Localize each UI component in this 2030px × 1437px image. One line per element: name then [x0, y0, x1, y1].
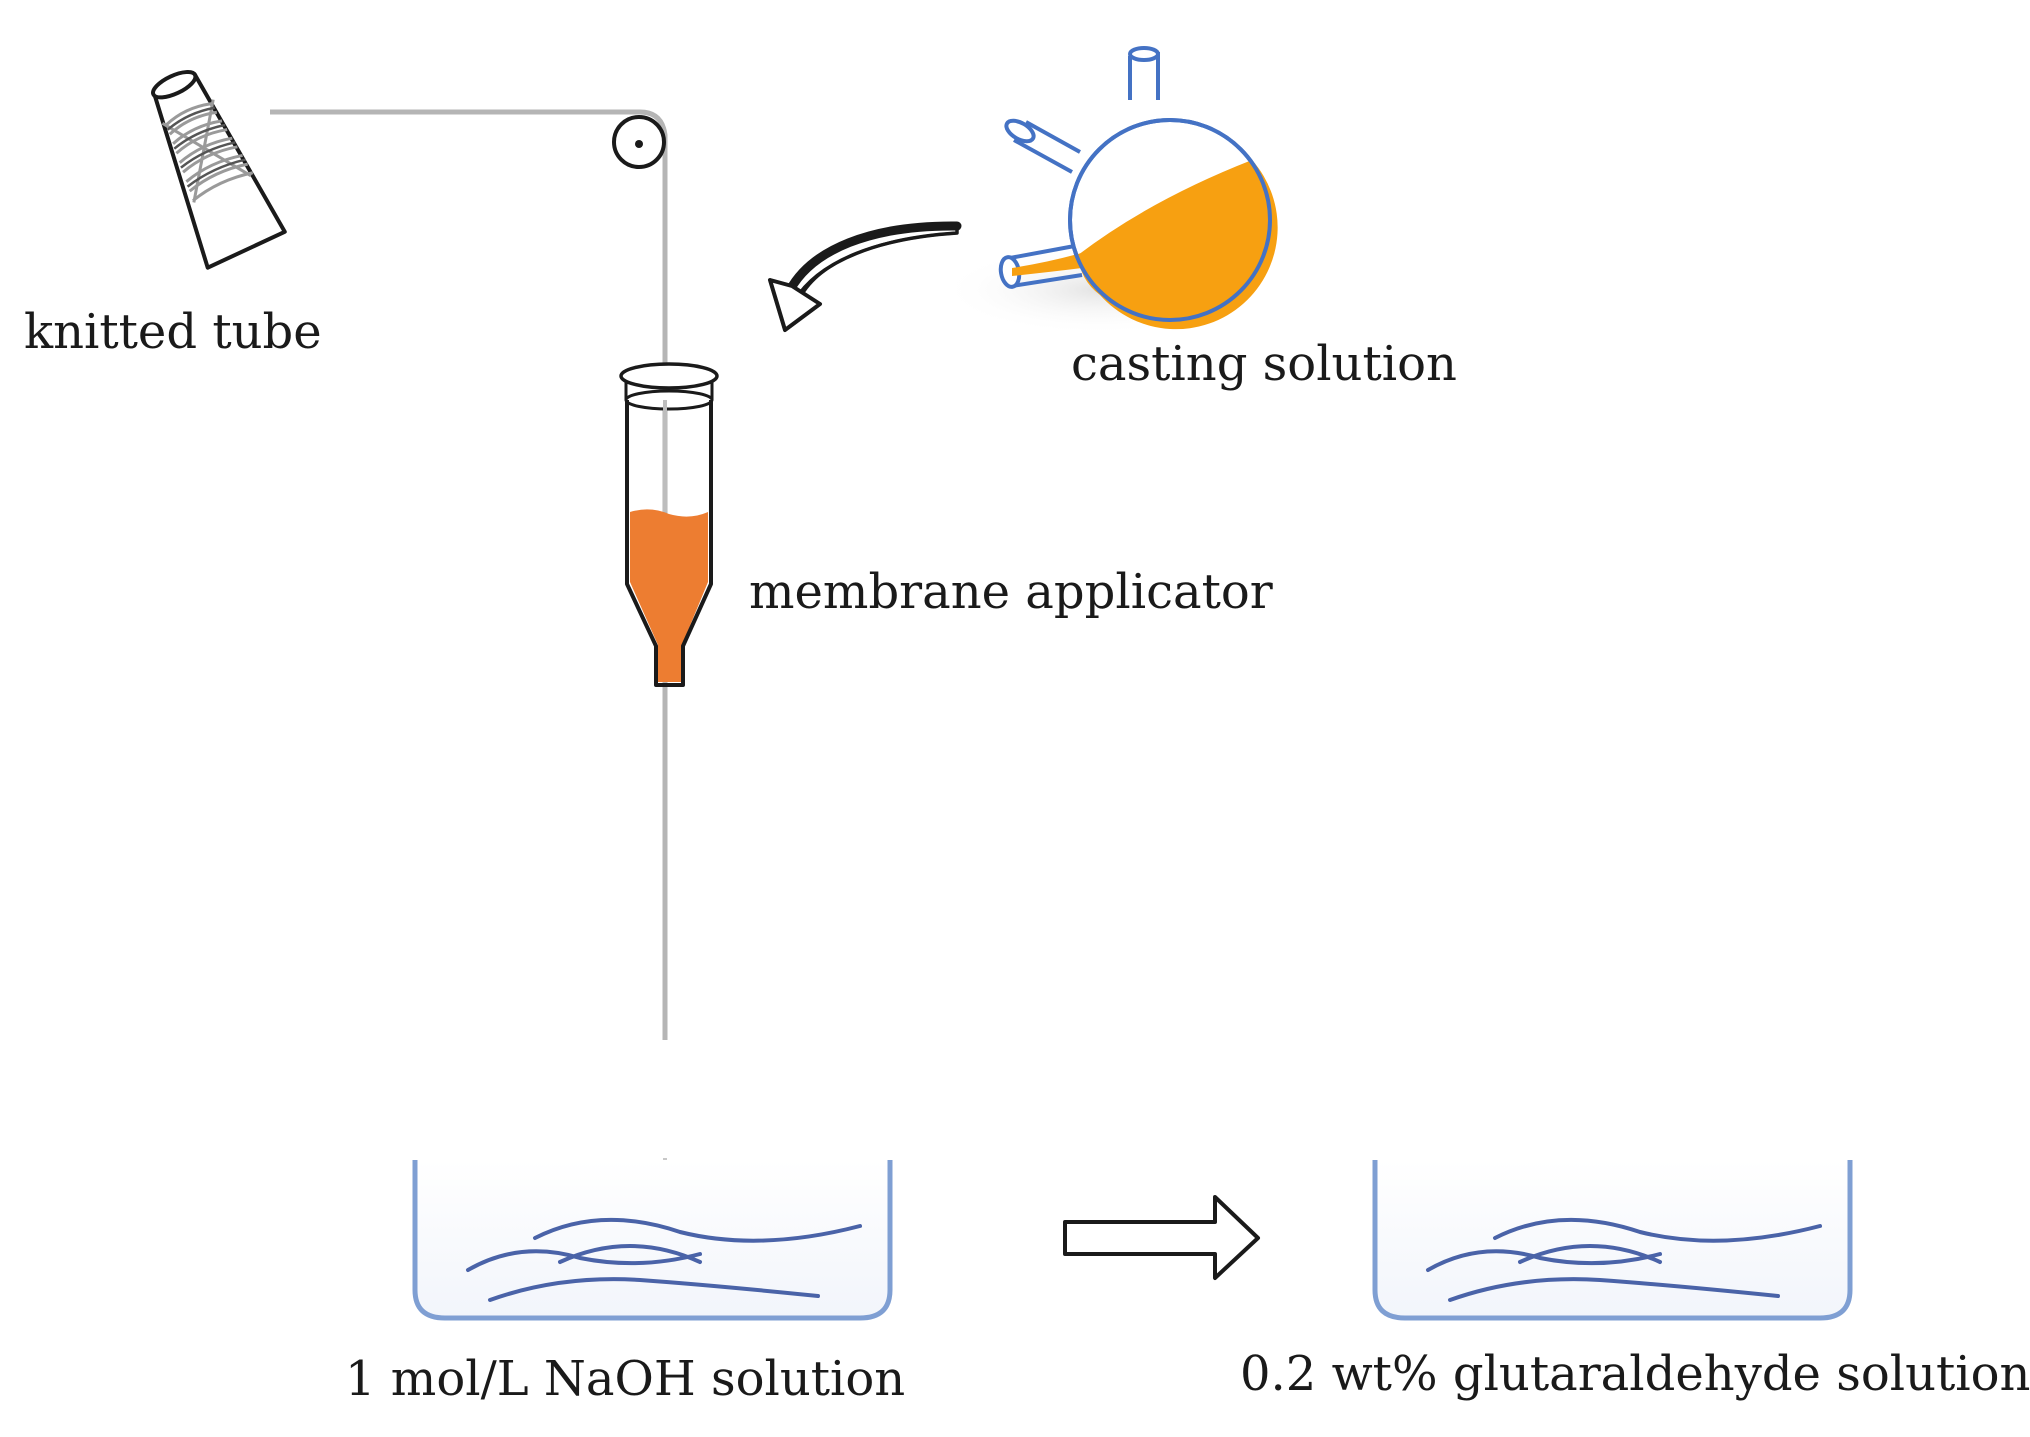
naoh-bath-icon — [412, 1160, 893, 1321]
pulley-icon — [612, 115, 666, 169]
casting-solution-label: casting solution — [1071, 336, 1457, 392]
glutaraldehyde-bath-label: 0.2 wt% glutaraldehyde solution — [1240, 1346, 2030, 1402]
glutaraldehyde-bath-icon — [1372, 1160, 1853, 1321]
glutaraldehyde-waves — [1426, 1217, 1822, 1302]
naoh-waves — [466, 1217, 862, 1302]
membrane-applicator-icon — [619, 362, 719, 687]
winding-coil — [161, 99, 254, 203]
knitted-tube-label: knitted tube — [24, 304, 322, 360]
fiber-line — [270, 109, 668, 1172]
pour-arrow-icon — [768, 221, 962, 332]
casting-flask-icon — [940, 46, 1278, 335]
membrane-applicator-label: membrane applicator — [749, 564, 1273, 620]
knitted-tube-icon — [151, 70, 287, 270]
naoh-bath-label: 1 mol/L NaOH solution — [345, 1351, 906, 1407]
transfer-arrow-icon — [1063, 1195, 1260, 1280]
